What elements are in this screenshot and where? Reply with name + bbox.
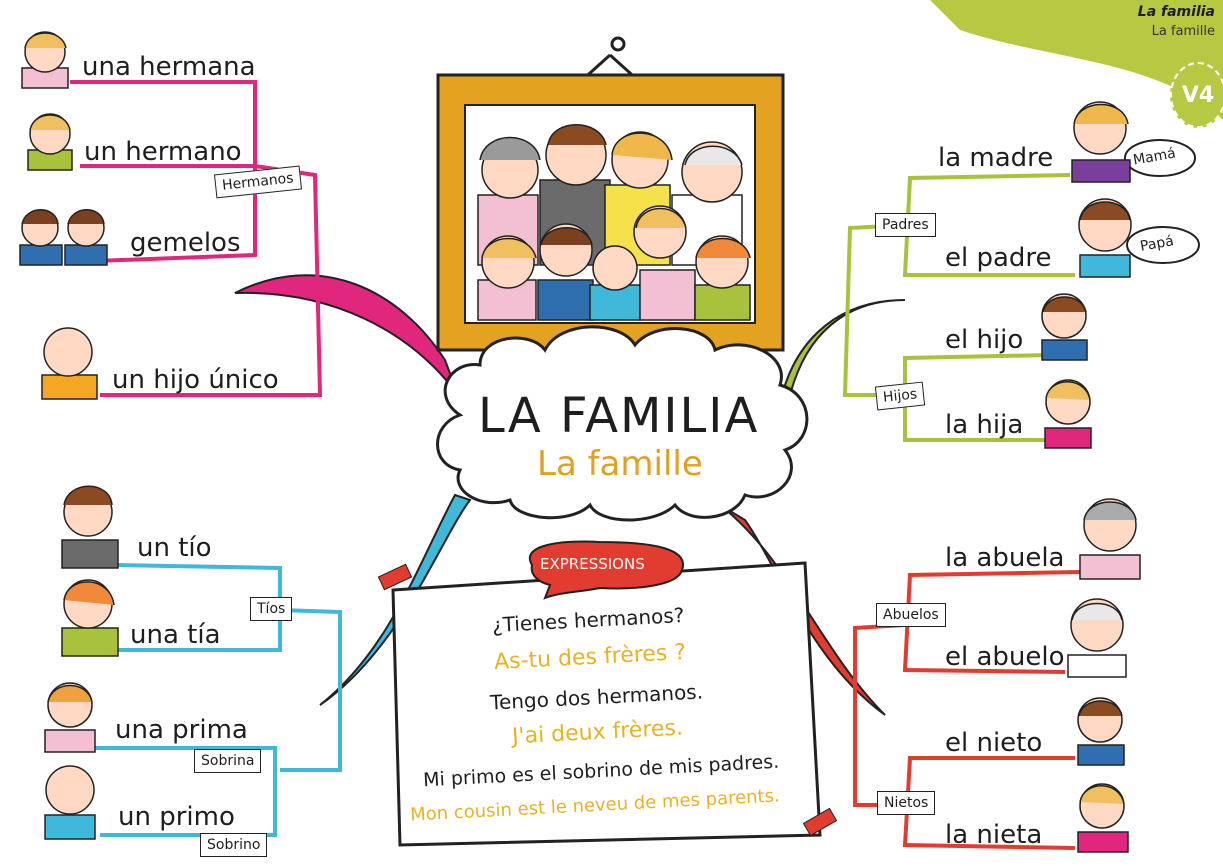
corner-title: La familia [1137,4,1215,20]
tag-padres: Padres [875,213,936,237]
corner-subtitle: La famille [1151,24,1215,39]
speech-bubble-mama [1124,139,1196,177]
label-hijo-unico: un hijo único [112,365,279,395]
label-un-hermano: un hermano [84,137,242,167]
unit-badge: V4 [1170,62,1223,128]
family-portrait-frame [436,36,785,352]
label-el-abuelo: el abuelo [945,642,1065,672]
label-el-nieto: el nieto [945,728,1043,758]
label-un-primo: un primo [118,802,235,832]
label-una-tia: una tía [130,620,221,650]
tape-bottom [802,807,838,837]
tape-top [377,563,413,591]
label-la-madre: la madre [938,143,1054,173]
tag-tios: Tíos [250,597,293,621]
branch-blue [319,493,472,706]
label-una-hermana: una hermana [82,52,256,82]
title-cloud [436,325,809,522]
center-subtitle: La famille [537,444,703,484]
blue-lines [95,563,342,837]
label-la-hija: la hija [945,410,1024,440]
tag-nietos: Nietos [877,791,936,815]
center-title: LA FAMILIA [478,388,760,444]
label-el-hijo: el hijo [945,325,1024,355]
label-gemelos: gemelos [130,228,241,258]
corner-decoration [930,0,1223,120]
label-la-abuela: la abuela [945,543,1065,573]
label-el-padre: el padre [945,243,1052,273]
label-un-tio: un tío [137,533,212,563]
tag-abuelos: Abuelos [876,603,946,627]
tag-sobrina: Sobrina [194,749,262,773]
speech-bubble-papa [1126,226,1200,264]
tag-hijos: Hijos [874,381,926,411]
expressions-label: EXPRESSIONS [540,555,645,573]
tag-sobrino: Sobrino [200,833,268,857]
avatar-faces [19,31,1141,853]
expressions-bubble [528,540,685,600]
label-la-nieta: la nieta [945,820,1043,850]
label-una-prima: una prima [115,715,248,745]
